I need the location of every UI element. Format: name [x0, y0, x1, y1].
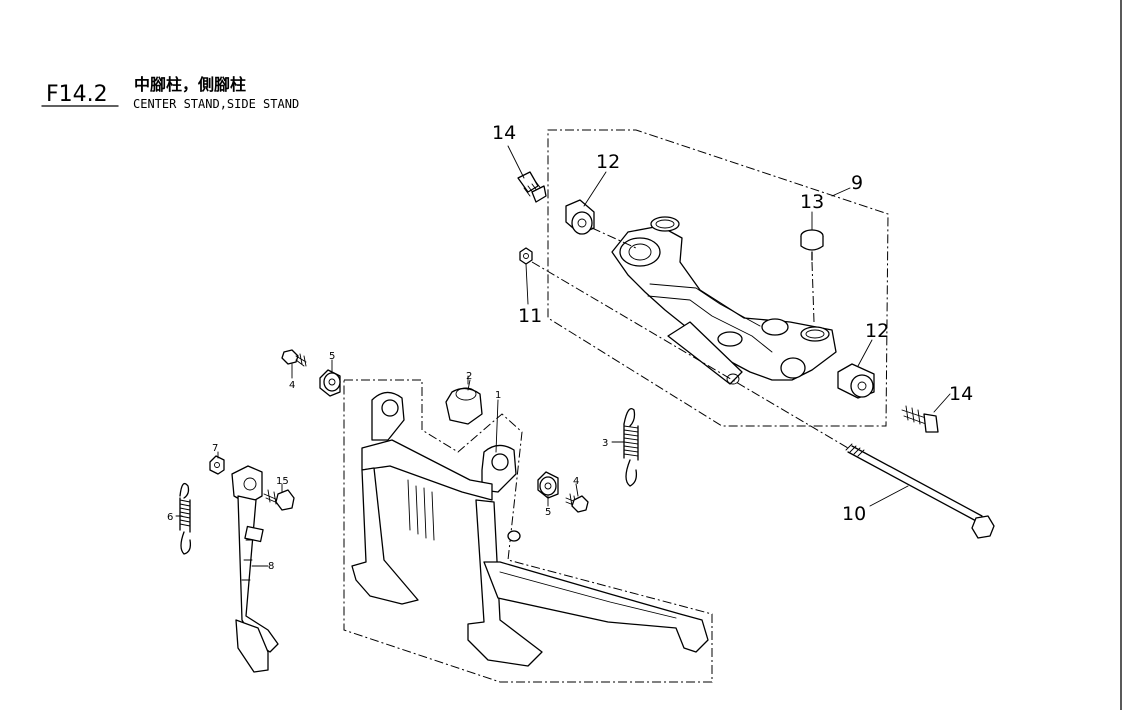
callout-9: 9 — [851, 172, 863, 194]
pivot-bracket — [611, 216, 837, 385]
callout-14-lower: 14 — [949, 383, 973, 405]
callout-3: 3 — [602, 438, 608, 449]
side-stand — [231, 465, 279, 673]
callouts: 14 12 9 13 11 12 14 10 1 2 3 4 4 5 5 6 7… — [167, 122, 973, 572]
callout-7: 7 — [212, 443, 218, 454]
callout-13: 13 — [800, 191, 824, 213]
callout-14-upper: 14 — [492, 122, 516, 144]
side-stand-nut — [209, 455, 225, 475]
rubber-bush-lower — [837, 363, 875, 399]
collar-right — [537, 471, 559, 499]
callout-4-right: 4 — [573, 476, 579, 487]
bush-axis-line — [591, 227, 637, 249]
title-english: CENTER STAND,SIDE STAND — [133, 97, 299, 111]
bolt-right — [565, 493, 589, 513]
header: F14.2 中腳柱，側腳柱 CENTER STAND,SIDE STAND — [41, 75, 299, 111]
callout-4-left: 4 — [289, 380, 295, 391]
callout-5-right: 5 — [545, 507, 551, 518]
callout-12-lower: 12 — [865, 320, 889, 342]
leader-lines — [175, 145, 951, 567]
stand-rubber — [445, 375, 483, 425]
swingarm-assembly-boundary — [547, 129, 889, 427]
callout-10: 10 — [842, 503, 866, 525]
callout-15: 15 — [276, 476, 289, 487]
center-stand-assembly-boundary — [343, 379, 713, 683]
collar-left — [319, 369, 341, 397]
stopper-axis-line — [811, 261, 815, 323]
callout-12-upper: 12 — [596, 151, 620, 173]
title-chinese: 中腳柱，側腳柱 — [134, 75, 246, 94]
rubber-bush-upper — [565, 199, 595, 235]
callout-8: 8 — [268, 561, 274, 572]
figure-code: F14.2 — [46, 82, 108, 107]
pivot-axis-line — [531, 261, 849, 449]
callout-1: 1 — [495, 390, 501, 401]
callout-5-left: 5 — [329, 351, 335, 362]
pivot-shaft-bolt — [845, 443, 995, 539]
hex-nut — [519, 247, 533, 265]
center-stand — [351, 391, 709, 667]
side-stand-bolt — [263, 489, 295, 511]
callout-6: 6 — [167, 512, 173, 523]
center-stand-spring — [623, 407, 639, 487]
flange-bolt-lower — [901, 405, 939, 433]
bolt-left — [281, 349, 307, 367]
stopper-rubber — [800, 229, 824, 261]
flange-bolt-upper — [517, 171, 547, 203]
side-stand-spring — [179, 482, 192, 555]
callout-2: 2 — [466, 371, 472, 382]
callout-11: 11 — [518, 305, 542, 327]
